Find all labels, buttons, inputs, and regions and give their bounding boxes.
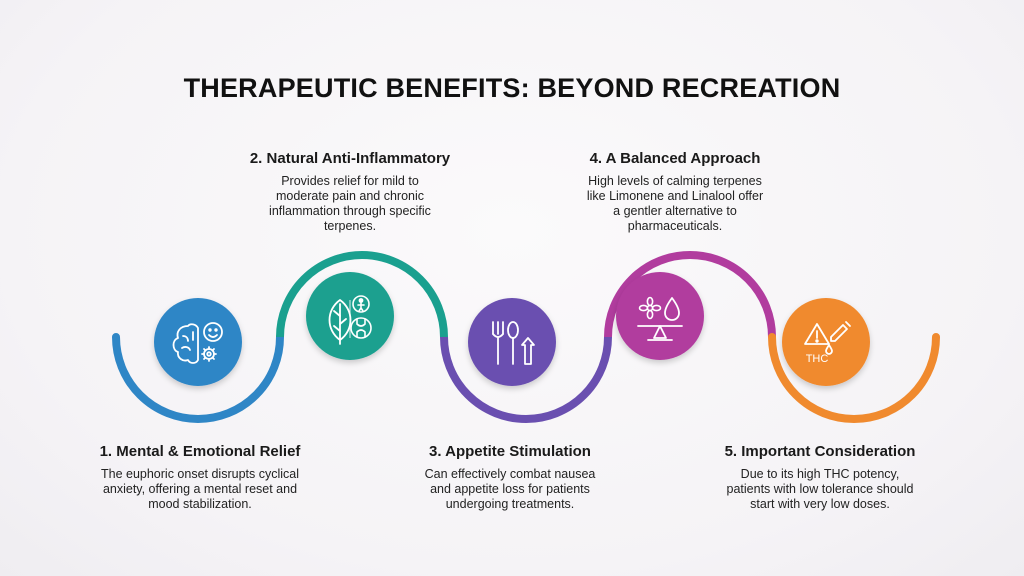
step-5-description: Due to its high THC potency, patients wi… [726, 467, 914, 511]
person-icon [352, 295, 370, 313]
step-2-description: Provides relief for mild to moderate pai… [269, 174, 431, 233]
thc-label: THC [806, 353, 829, 365]
wave-segment-3 [440, 336, 612, 423]
step-3-heading: 3. Appetite Stimulation [429, 443, 591, 460]
step-4-heading: 4. A Balanced Approach [589, 150, 761, 167]
wave-segment-5 [768, 333, 940, 423]
dropper-icon [825, 321, 851, 355]
leaf-icon [328, 299, 352, 345]
arrow-up-icon [521, 337, 535, 365]
spoon-icon [507, 321, 519, 365]
step-5-circle: THC [782, 298, 870, 386]
warning-icon [804, 323, 830, 345]
step-3-description: Can effectively combat nausea and appeti… [424, 467, 596, 511]
gear-icon [201, 346, 217, 362]
wave-segment-2 [276, 251, 448, 338]
step-1-description: The euphoric onset disrupts cyclical anx… [100, 467, 299, 511]
page-title: THERAPEUTIC BENEFITS: BEYOND RECREATION [183, 73, 841, 103]
wave-segment-1 [112, 333, 284, 423]
step-5-text: 5. Important Consideration Due to its hi… [690, 443, 950, 512]
droplet-icon [664, 297, 680, 321]
step-1-circle [154, 298, 242, 386]
joint-icon [350, 317, 372, 339]
step-2-circle [306, 272, 394, 360]
step-4-description: High levels of calming terpenes like Lim… [586, 174, 764, 233]
balance-icon [637, 325, 683, 341]
wave-segment-4 [604, 251, 776, 338]
smiley-icon [203, 322, 223, 342]
step-3-circle [468, 298, 556, 386]
step-3-text: 3. Appetite Stimulation Can effectively … [395, 443, 625, 512]
step-1-text: 1. Mental & Emotional Relief The euphori… [70, 443, 330, 512]
brain-icon [172, 323, 199, 364]
step-5-heading: 5. Important Consideration [724, 443, 916, 460]
step-1-heading: 1. Mental & Emotional Relief [99, 443, 301, 460]
step-4-text: 4. A Balanced Approach High levels of ca… [550, 150, 800, 234]
fork-icon [492, 321, 504, 365]
step-2-text: 2. Natural Anti-Inflammatory Provides re… [225, 150, 475, 234]
flower-icon [638, 296, 662, 320]
step-2-heading: 2. Natural Anti-Inflammatory [249, 150, 451, 167]
step-4-circle [616, 272, 704, 360]
